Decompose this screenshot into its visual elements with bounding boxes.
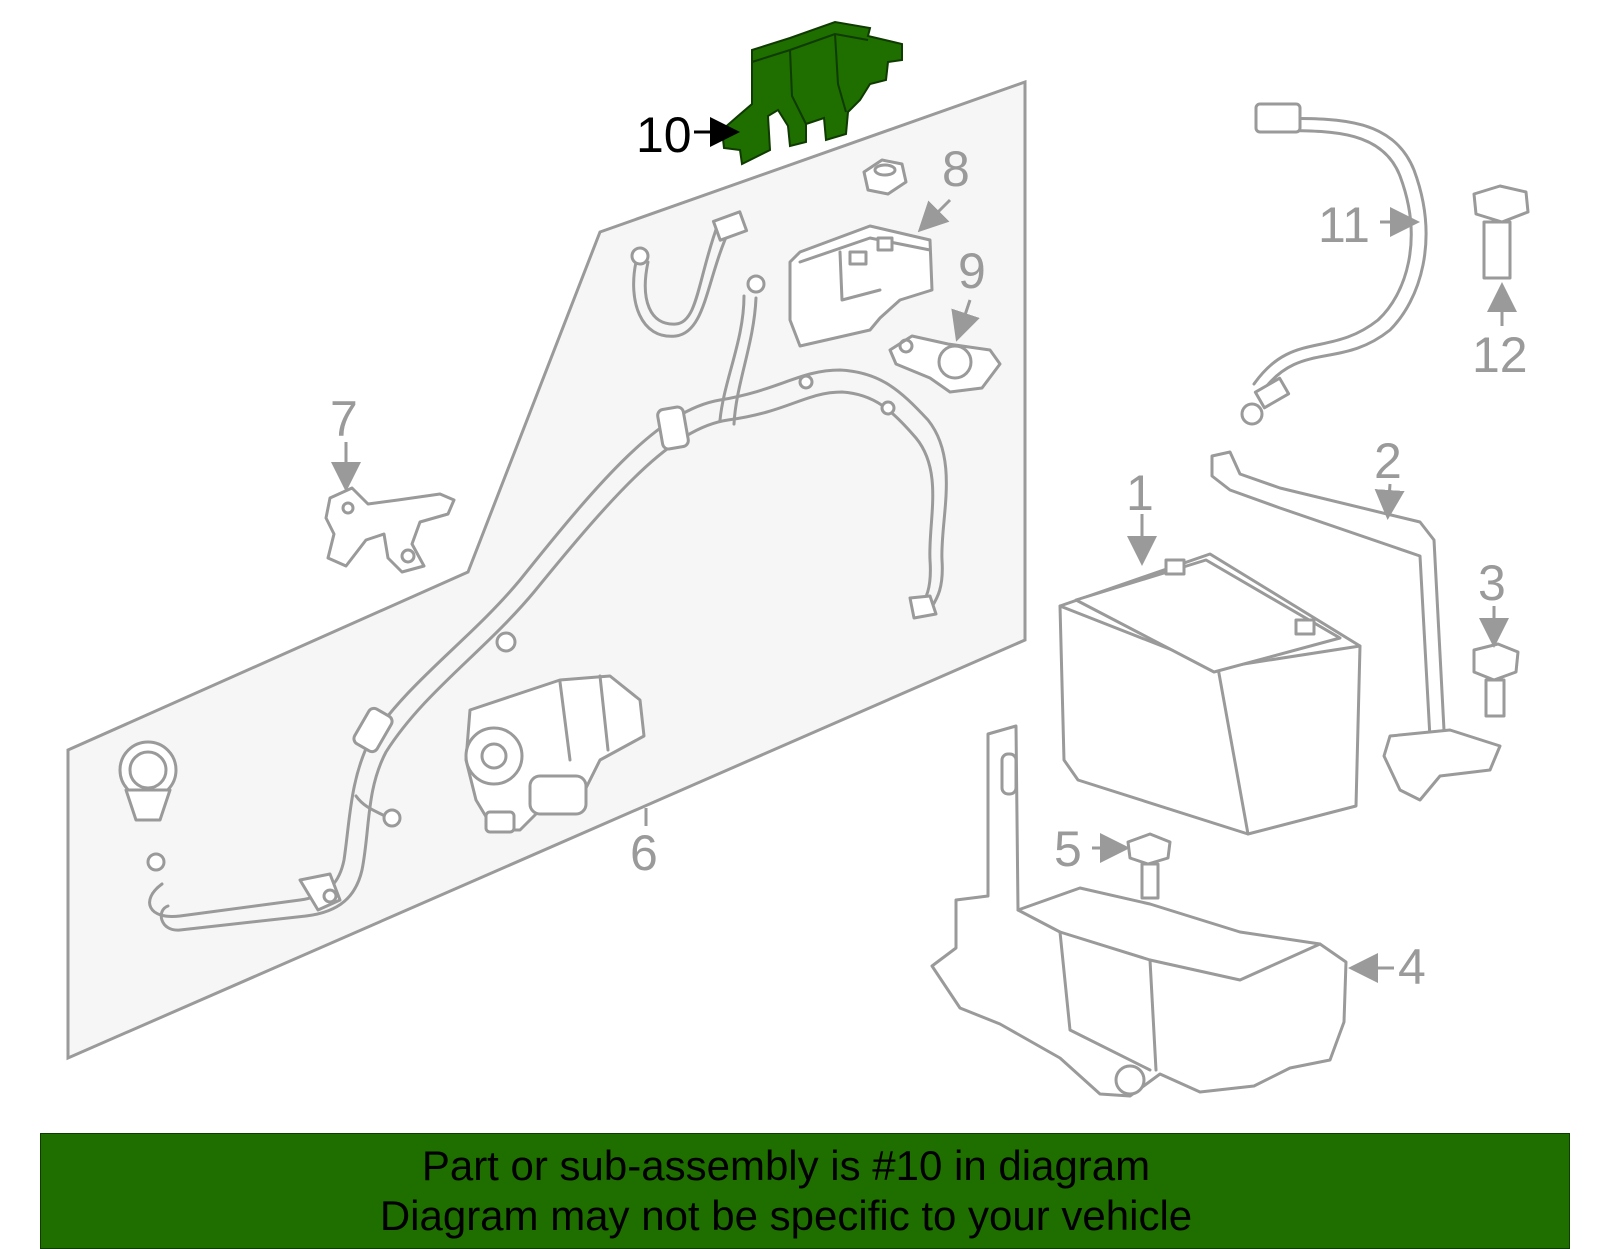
callout-3: 3 xyxy=(1478,555,1506,611)
callout-2: 2 xyxy=(1374,433,1402,489)
nut xyxy=(862,158,908,196)
callout-1: 1 xyxy=(1126,465,1154,521)
callout-5: 5 xyxy=(1054,821,1082,877)
part-7-bracket xyxy=(324,486,456,574)
part-6-cable-harness xyxy=(146,274,948,932)
callout-6: 6 xyxy=(630,825,658,881)
banner-line-2: Diagram may not be specific to your vehi… xyxy=(379,1192,1193,1239)
part-8-junction-block xyxy=(788,224,934,348)
banner-line-1: Part or sub-assembly is #10 in diagram xyxy=(421,1142,1151,1189)
info-banner: Part or sub-assembly is #10 in diagram D… xyxy=(40,1133,1570,1249)
arrow-8 xyxy=(917,198,952,233)
cable-assembly-panel xyxy=(66,79,1027,1061)
callout-12: 12 xyxy=(1472,327,1528,383)
callout-10: 10 xyxy=(636,107,692,163)
part-11-negative-cable xyxy=(1240,102,1428,426)
battery-cable-upper xyxy=(630,210,749,338)
part-2-hold-down-rod xyxy=(1210,450,1502,802)
arrow-2 xyxy=(1374,483,1405,520)
callout-7: 7 xyxy=(330,391,358,447)
callout-8: 8 xyxy=(942,141,970,197)
callout-4: 4 xyxy=(1398,939,1426,995)
part-4-battery-tray xyxy=(930,724,1348,1098)
arrow-9 xyxy=(951,299,980,342)
part-5-bolt xyxy=(1126,832,1172,900)
part-12-bolt xyxy=(1472,184,1530,280)
callout-11: 11 xyxy=(1318,197,1370,253)
part-3-bolt xyxy=(1472,642,1520,718)
starter-motor xyxy=(464,674,646,834)
part-9-battery-sensor xyxy=(888,334,1002,394)
part-1-battery xyxy=(1058,552,1362,836)
oil-pressure-sender xyxy=(118,740,178,822)
part-10-battery-terminal-cover[interactable] xyxy=(720,20,903,166)
callout-9: 9 xyxy=(958,243,986,299)
